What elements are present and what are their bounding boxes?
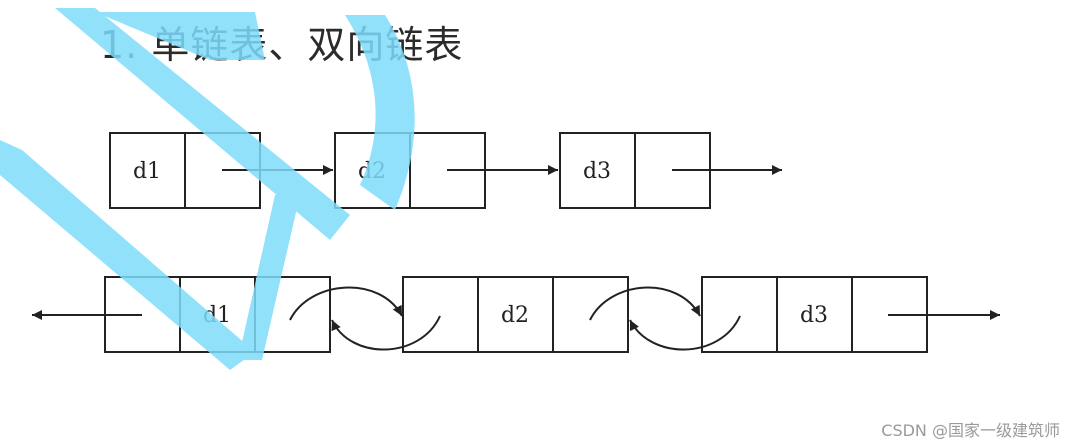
watermark-stroke-1	[55, 8, 350, 240]
singly-linked-list: d1 d2 d3	[109, 132, 782, 209]
next-pointer-cell	[552, 276, 629, 353]
watermark-stroke-5	[238, 195, 300, 360]
next-arrow-2-3	[589, 286, 701, 321]
doubly-node-2: d2	[402, 276, 629, 353]
prev-arrow-3-2	[629, 315, 741, 351]
watermark-stroke-3	[345, 15, 415, 210]
doubly-linked-list: d1 d2 d3	[32, 276, 1000, 353]
node-label: d3	[583, 159, 611, 184]
data-cell	[109, 132, 186, 209]
node-label: d3	[800, 303, 828, 328]
data-cell	[559, 132, 636, 209]
data-cell	[776, 276, 853, 353]
node-label: d2	[501, 303, 529, 328]
prev-pointer-cell	[701, 276, 778, 353]
watermark-stroke-2	[95, 12, 265, 60]
prev-arrow-2-1	[331, 315, 441, 351]
watermark-stroke-4	[0, 140, 255, 370]
watermark-logo-mark	[0, 8, 415, 370]
csdn-watermark: CSDN @国家一级建筑师	[881, 421, 1060, 440]
node-label: d1	[133, 159, 161, 184]
next-arrow-1-2	[289, 286, 403, 321]
prev-pointer-cell	[402, 276, 479, 353]
